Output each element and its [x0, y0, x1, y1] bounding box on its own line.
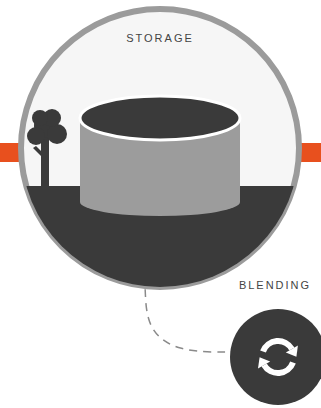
process-circle: BLENDING: [230, 309, 321, 405]
circle-shape: [230, 309, 321, 405]
refresh-icon: [258, 341, 298, 373]
tree: [27, 109, 67, 188]
storage-tank: [80, 96, 240, 216]
ground: [0, 186, 321, 306]
dashed-connector: [145, 289, 230, 352]
circle-outline: [18, 6, 302, 290]
node-title: STORAGE: [18, 32, 302, 45]
node-title: BLENDING: [225, 279, 321, 292]
circle-outline: [230, 309, 321, 405]
stage-circle: STORAGE: [18, 6, 302, 290]
circle-shape: [21, 9, 299, 287]
